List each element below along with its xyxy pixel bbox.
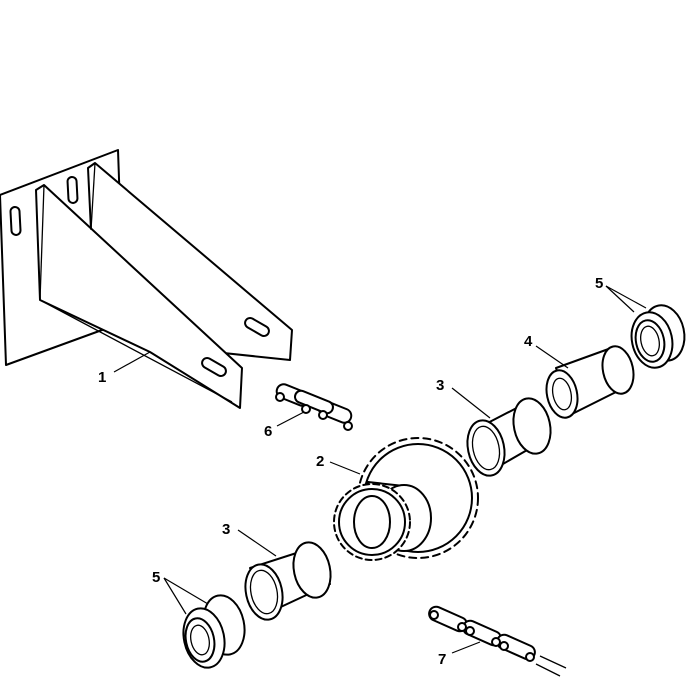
callout-spacer-lower: 3 [222, 521, 230, 538]
callout-sprocket: 2 [316, 453, 324, 470]
callout-chain-segment: 7 [438, 651, 446, 668]
leader-lines [113, 285, 647, 654]
chain-segment [428, 605, 567, 677]
sprocket [333, 437, 479, 561]
callout-bushing: 4 [524, 333, 533, 350]
flange-collar-lower [182, 594, 246, 669]
callout-chain-connector: 6 [264, 423, 272, 440]
callout-flange-upper: 5 [595, 275, 603, 292]
callout-flange-lower: 5 [152, 569, 160, 586]
spacer-upper [466, 397, 552, 477]
callout-spacer-upper: 3 [436, 377, 444, 394]
spacer-lower [244, 541, 332, 621]
callout-labels: 1 6 2 3 4 5 3 5 7 [98, 275, 603, 668]
flange-collar-upper [630, 304, 686, 369]
chain-connector-link [275, 383, 353, 431]
callout-bracket: 1 [98, 369, 106, 386]
bushing [545, 345, 635, 419]
mounting-bracket [0, 149, 293, 409]
